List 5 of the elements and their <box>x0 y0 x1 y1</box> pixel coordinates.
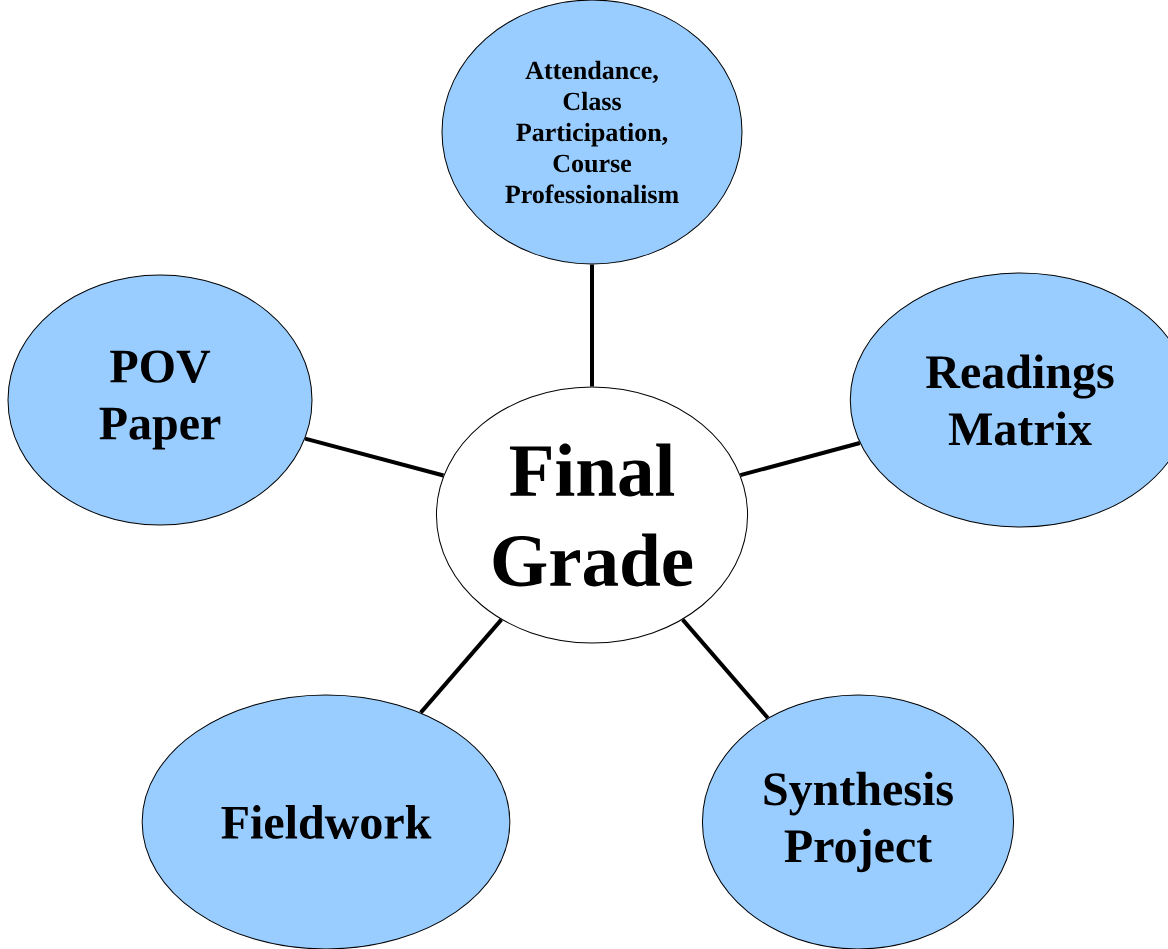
connector-line <box>739 441 861 478</box>
connector-line <box>419 618 503 714</box>
connector-line <box>590 264 594 387</box>
connector-line <box>681 618 770 720</box>
connector-line <box>304 436 445 478</box>
